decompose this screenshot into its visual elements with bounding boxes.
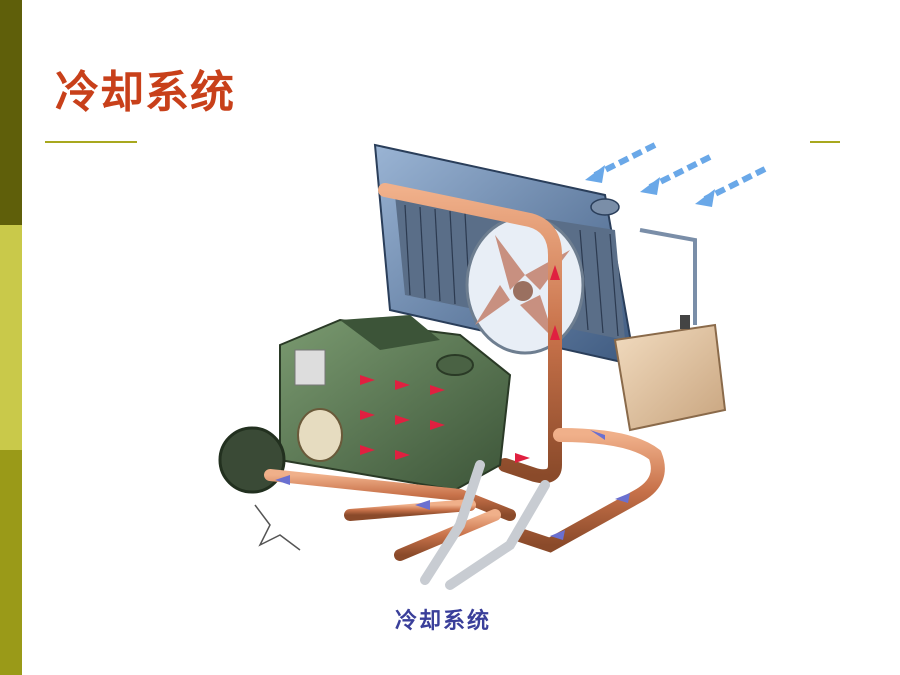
- lower-hose: [513, 428, 665, 553]
- cool-flow-arrows: [275, 430, 630, 540]
- sidebar-segment-middle: [0, 225, 22, 450]
- return-pipes: [264, 469, 516, 561]
- slide-title: 冷却系统: [55, 67, 235, 118]
- hot-flow-arrows: [360, 265, 560, 463]
- airflow-arrowheads: [585, 165, 715, 207]
- cooling-system-diagram: [218, 142, 767, 590]
- airflow-arrows: [593, 142, 767, 202]
- upper-hose: [378, 183, 562, 484]
- expansion-tank: [613, 228, 727, 432]
- engine-block: [218, 315, 512, 494]
- diagram-caption: 冷却系统: [395, 608, 492, 634]
- title-rule-left: [45, 141, 137, 143]
- sidebar-segment-bottom: [0, 450, 22, 675]
- mounting-bracket: [254, 504, 301, 551]
- title-rule-right: [810, 141, 840, 143]
- heater-hoses: [420, 460, 550, 590]
- fan: [465, 215, 585, 355]
- sidebar-segment-top: [0, 0, 22, 225]
